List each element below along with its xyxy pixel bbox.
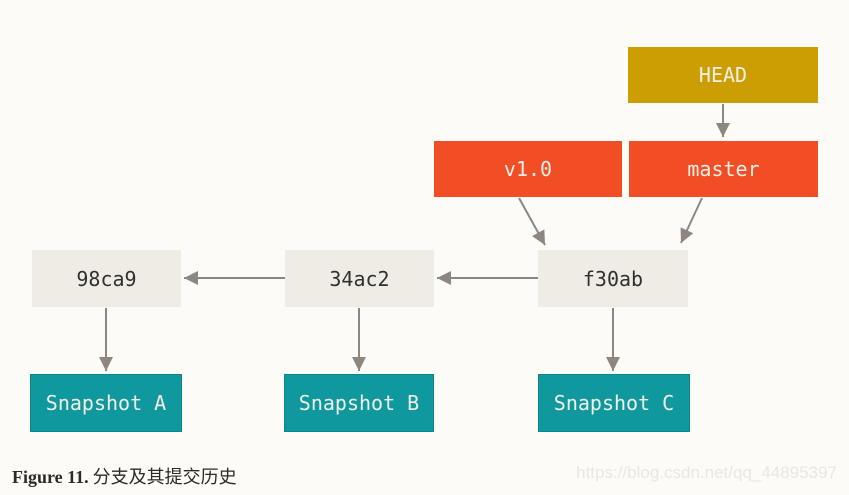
tag-node: v1.0 bbox=[434, 141, 622, 197]
figure-number: Figure 11. bbox=[12, 467, 89, 487]
watermark-url: https://blog.csdn.net/qq_44895397 bbox=[576, 463, 837, 482]
snapshot-node-b: Snapshot B bbox=[284, 374, 434, 432]
branch-master-node: master bbox=[629, 141, 818, 197]
figure-caption: Figure 11.分支及其提交历史 bbox=[12, 463, 237, 489]
arrow-v1-to-f30ab bbox=[518, 197, 546, 246]
arrow-master-to-f30ab bbox=[680, 197, 703, 244]
commit-node-2: 34ac2 bbox=[285, 250, 434, 307]
snapshot-node-a: Snapshot A bbox=[30, 374, 182, 432]
snapshot-node-c: Snapshot C bbox=[538, 374, 690, 432]
figure-title: 分支及其提交历史 bbox=[92, 467, 237, 487]
commit-node-1: 98ca9 bbox=[32, 250, 181, 307]
commit-node-3: f30ab bbox=[538, 250, 688, 307]
head-pointer-node: HEAD bbox=[628, 47, 818, 103]
